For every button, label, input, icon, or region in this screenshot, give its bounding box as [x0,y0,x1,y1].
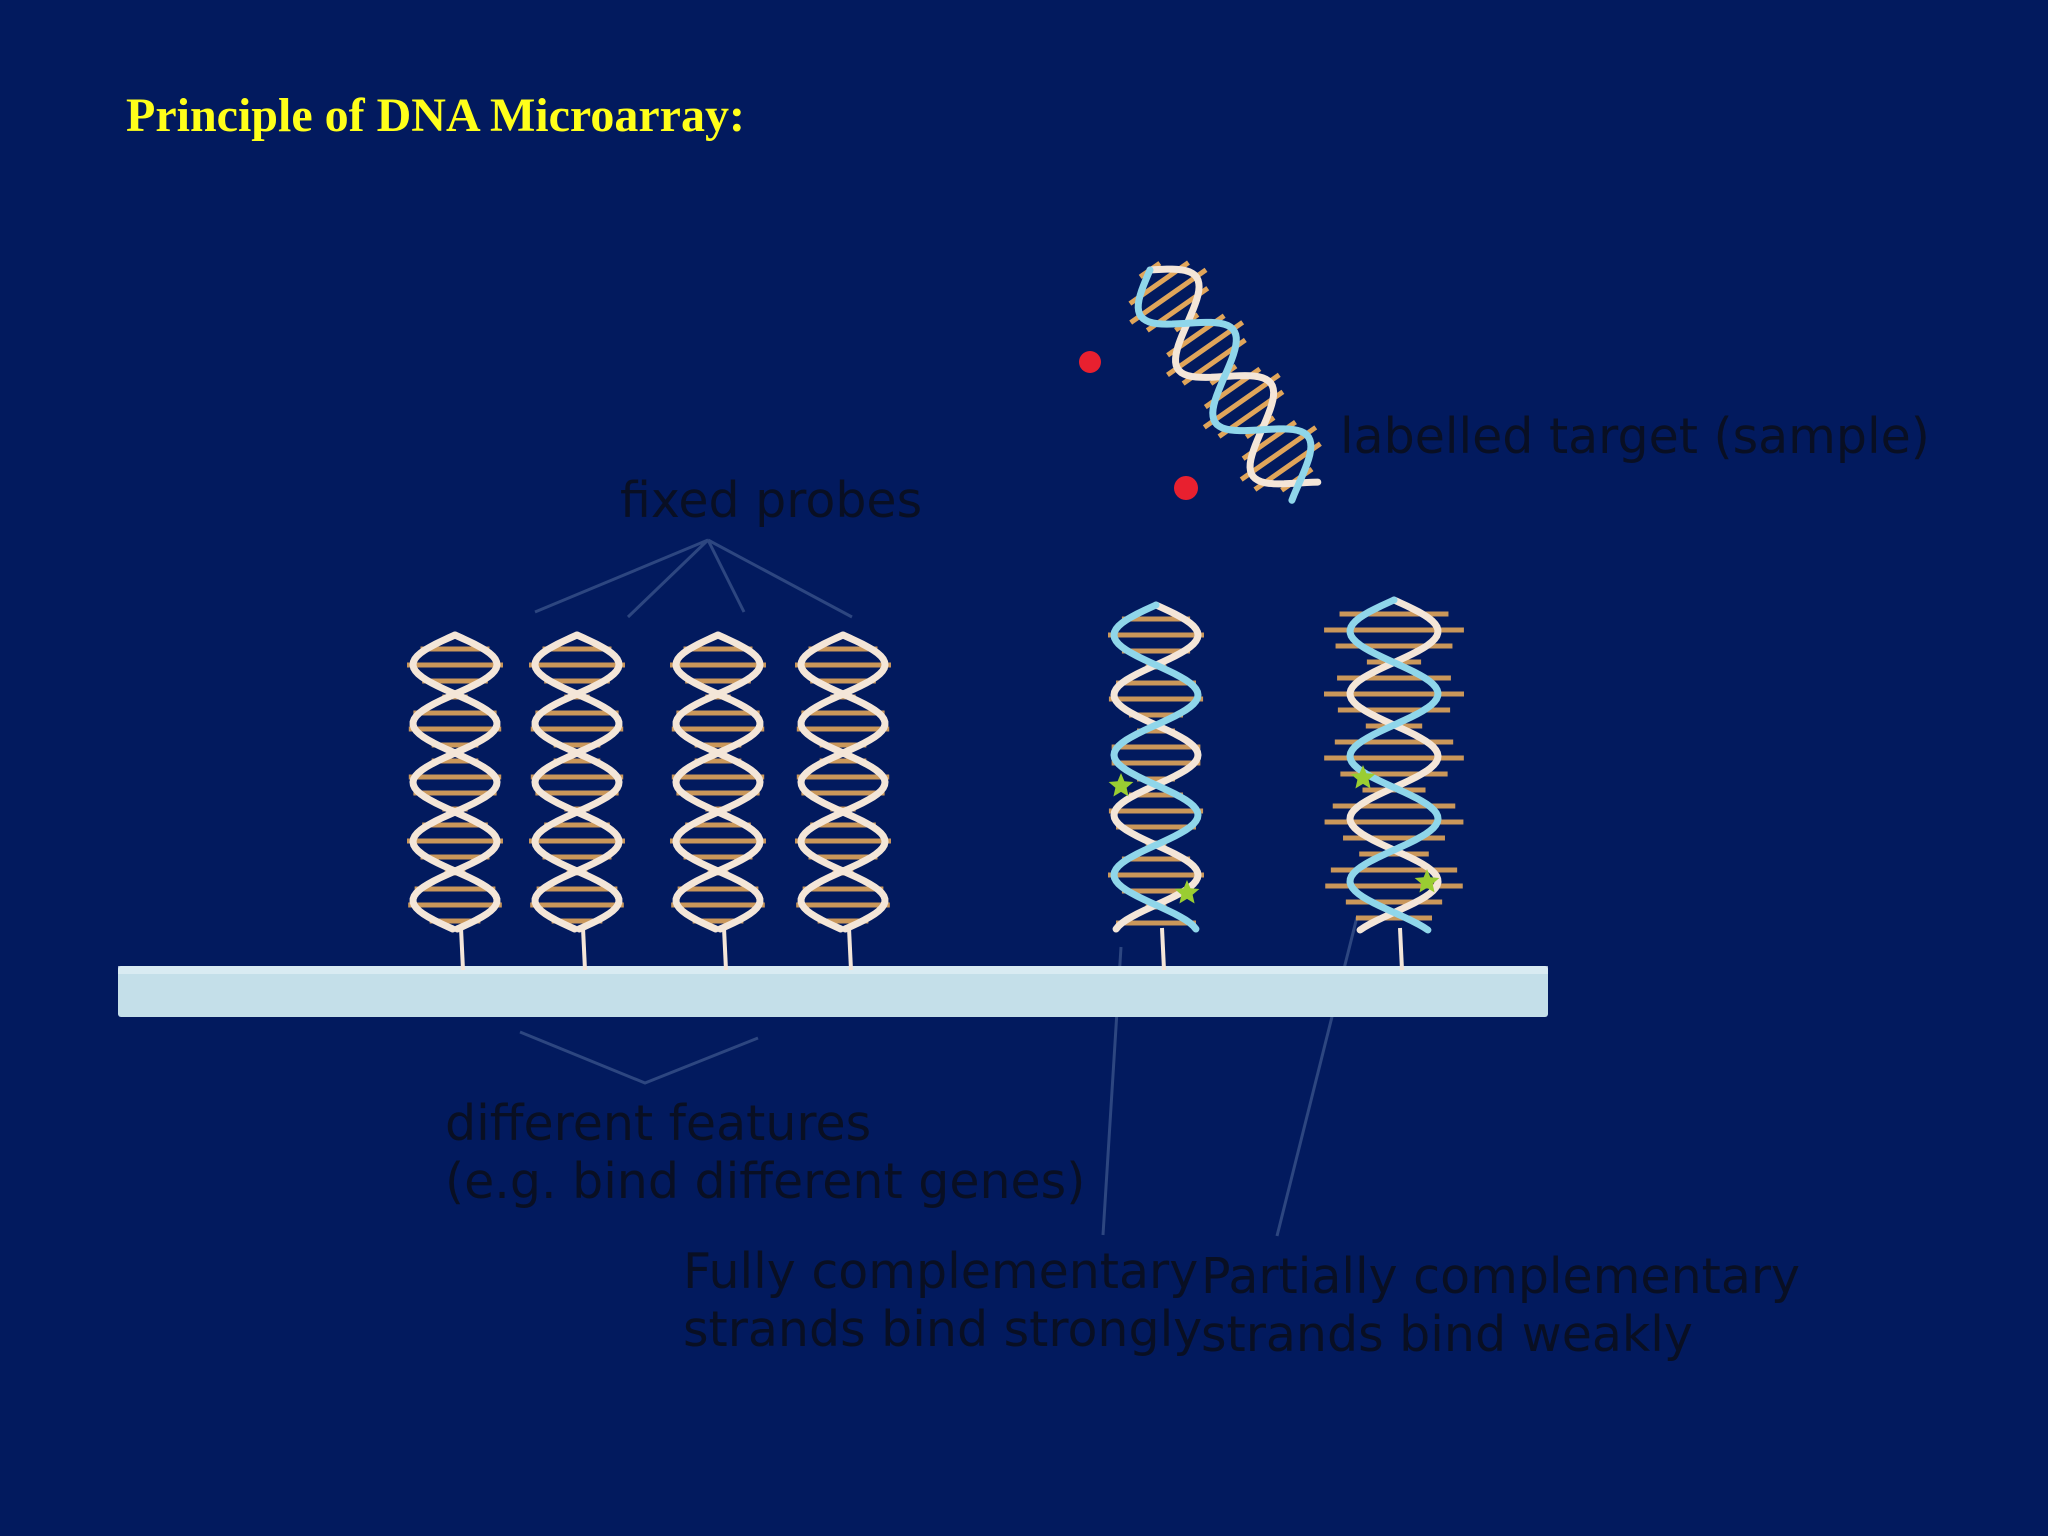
dna-helix-icon [407,631,503,971]
dna-helix-icon [529,631,625,971]
fixed-probes-group [407,631,891,971]
marker-dot-icon [1079,351,1101,373]
probe-tether [1160,927,1166,971]
strand-b [1146,265,1322,488]
strand-b [797,631,889,933]
probe-bracket-line-a [534,538,710,619]
features-bracket-line [519,1030,759,1085]
label-labelled-target: labelled target (sample) [1340,408,1930,465]
dna-helix-icon [1108,601,1204,971]
strand-a [797,631,889,933]
dna-helix-icon [670,631,766,971]
star-icon [1108,773,1134,797]
marker-dot-icon [1174,476,1198,500]
leader-lines [519,538,1359,1237]
dna-helix-icon [795,631,891,971]
bound-targets-group [1108,596,1464,971]
strand-a [1346,596,1442,934]
strand-a [1110,601,1202,933]
strand-b [672,631,764,933]
strand-b [1110,601,1202,933]
strand-b [531,631,623,933]
star-icon [1174,880,1200,904]
partial-leader-line [1275,916,1359,1237]
label-fully-line2: strands bind strongly [683,1301,1202,1358]
label-fully-line1: Fully complementary [683,1243,1198,1300]
probe-bracket-line-c [707,538,853,619]
strand-a [531,631,623,933]
probe-tether [847,927,853,971]
probe-bracket-line-b [706,539,746,613]
strand-a [1134,266,1315,504]
probe-tether [722,927,728,971]
strand-b [1346,596,1442,934]
strand-b [409,631,501,933]
slide-highlight [118,966,1548,974]
probe-tether [1398,927,1404,971]
strand-a [409,631,501,933]
probe-tether [459,927,465,971]
probe-tether [581,927,587,971]
star-icon [1350,765,1376,789]
dna-helix-icon [1324,596,1464,971]
strand-a [672,631,764,933]
label-fixed-probes: fixed probes [620,472,922,529]
dna-helix-icon [1128,260,1322,504]
star-icon [1414,869,1440,893]
label-features-line2: (e.g. bind different genes) [445,1153,1085,1210]
label-features-line1: different features [445,1095,871,1152]
microarray-slide [118,966,1548,1017]
label-partially-line2: strands bind weakly [1201,1306,1693,1363]
labelled-target-group [1079,260,1322,504]
slide-title: Principle of DNA Microarray: [126,89,745,142]
label-partially-line1: Partially complementary [1201,1248,1800,1305]
